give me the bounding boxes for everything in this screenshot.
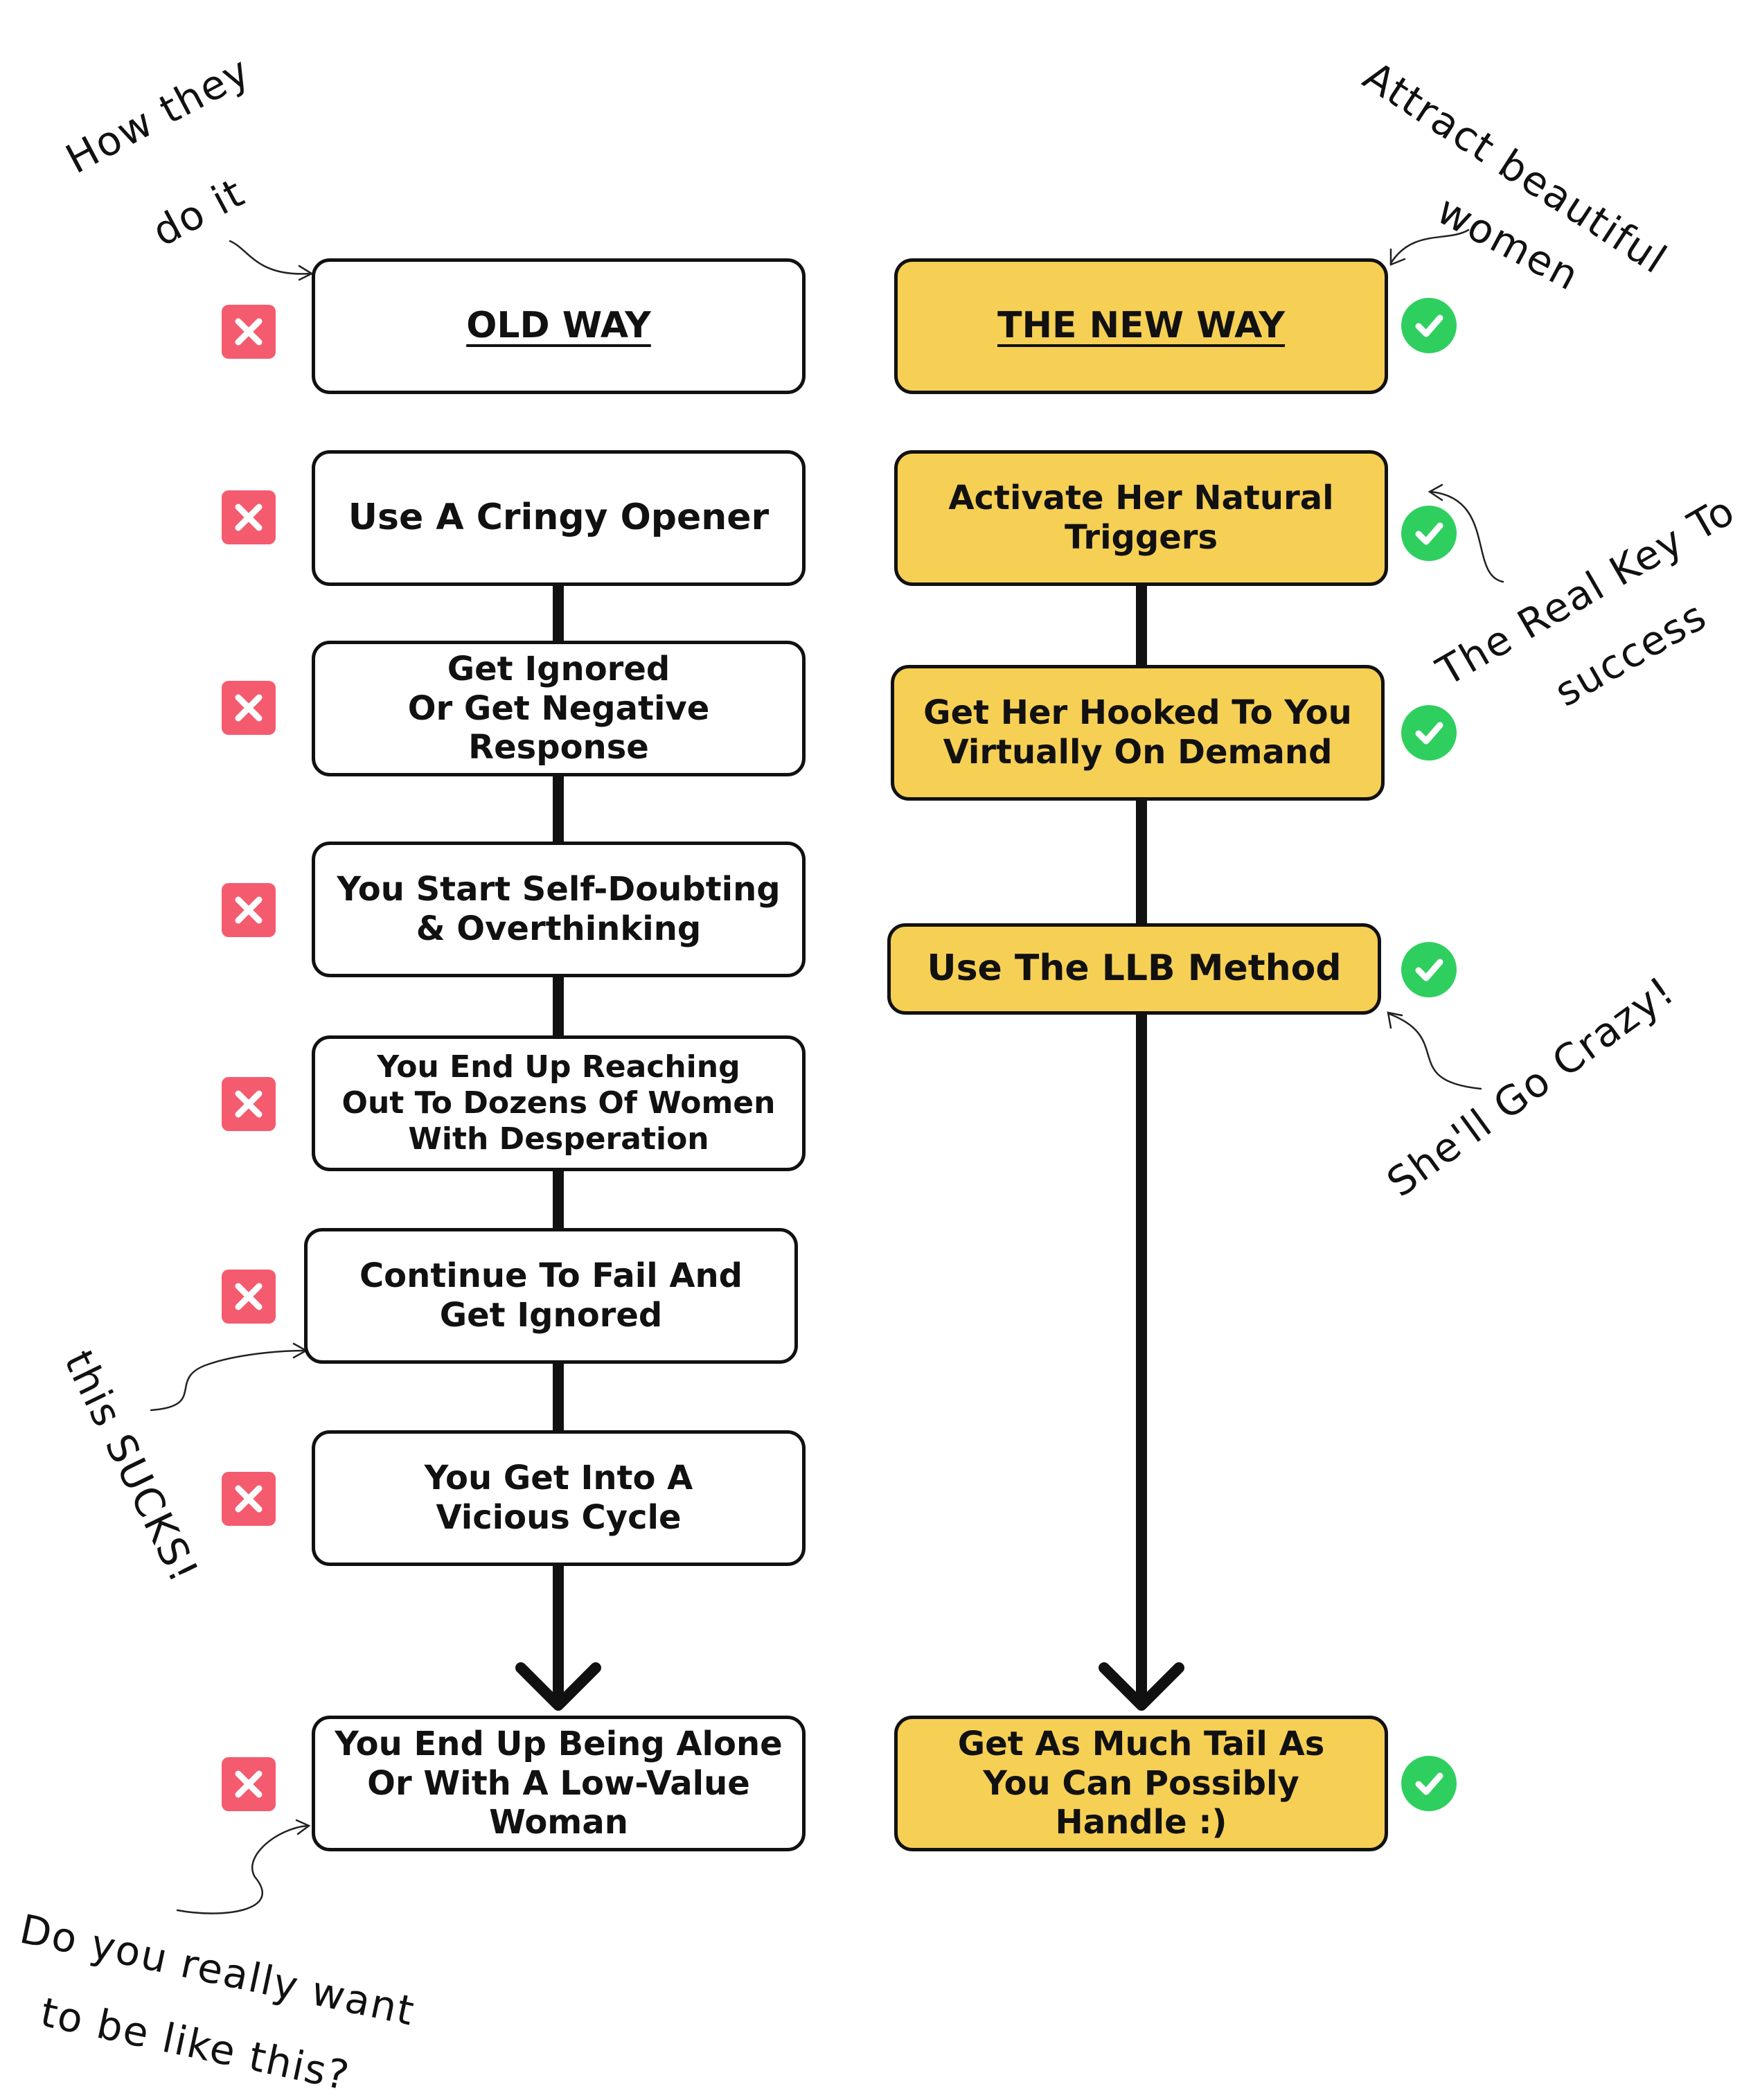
new-step-2: Get Her Hooked To You Virtually On Deman… <box>891 665 1385 801</box>
new-arrow-head <box>1099 1662 1184 1711</box>
new-step-1: Activate Her Natural Triggers <box>894 450 1388 586</box>
pointer-crazy-head <box>1387 1011 1403 1029</box>
cross-icon <box>222 1472 276 1526</box>
pointer-want <box>176 1824 309 1914</box>
old-step-1: Use A Cringy Opener <box>312 450 806 586</box>
pointer-how-they-head <box>298 265 314 281</box>
old-step-6: You Get Into A Vicious Cycle <box>312 1430 806 1566</box>
old-arrow-head <box>515 1662 601 1711</box>
check-circle-icon <box>1401 506 1457 561</box>
new-result: Get As Much Tail As You Can Possibly Han… <box>894 1716 1388 1851</box>
check-circle-icon <box>1401 1756 1457 1811</box>
new-step-3: Use The LLB Method <box>887 923 1381 1015</box>
old-result: You End Up Being Alone Or With A Low-Val… <box>312 1716 806 1851</box>
pointer-real-key <box>1430 490 1504 583</box>
pointer-how-they <box>229 240 312 275</box>
cross-icon <box>222 1077 276 1131</box>
pointer-want-head <box>295 1819 311 1835</box>
old-step-2: Get Ignored Or Get Negative Response <box>312 641 806 776</box>
check-circle-icon <box>1401 942 1457 997</box>
check-circle-icon <box>1401 298 1457 353</box>
pointer-real-key-head <box>1428 483 1443 501</box>
pointer-crazy <box>1388 1013 1482 1090</box>
cross-icon <box>222 681 276 735</box>
cross-icon <box>222 490 276 544</box>
pointer-attract <box>1389 229 1470 265</box>
old-step-5: Continue To Fail And Get Ignored <box>304 1228 798 1364</box>
old-step-4: You End Up Reaching Out To Dozens Of Wom… <box>312 1035 806 1171</box>
cross-icon <box>222 883 276 937</box>
cross-icon <box>222 1757 276 1811</box>
cross-icon <box>222 305 276 359</box>
check-circle-icon <box>1401 705 1457 760</box>
old-step-3: You Start Self-Doubting & Overthinking <box>312 842 806 977</box>
pointer-sucks <box>150 1349 306 1412</box>
pointer-attract-head <box>1389 248 1406 266</box>
old-way-header: OLD WAY <box>312 258 806 394</box>
cross-icon <box>222 1270 276 1324</box>
new-way-header: THE NEW WAY <box>894 258 1388 394</box>
